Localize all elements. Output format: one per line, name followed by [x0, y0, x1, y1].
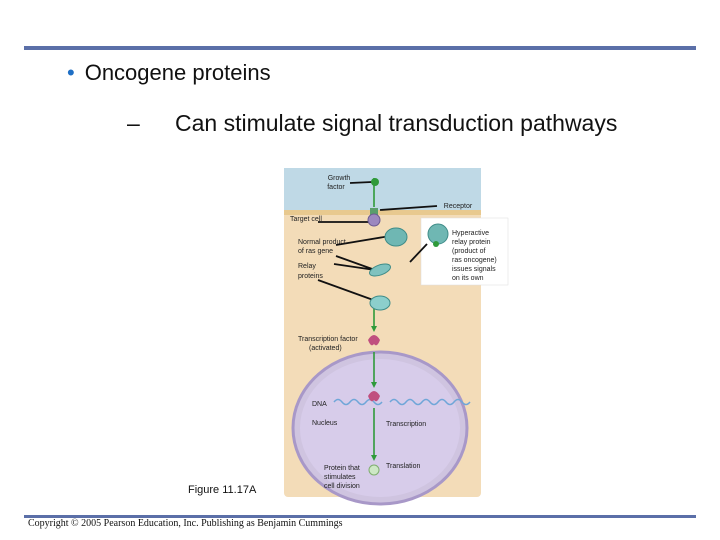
bullet-item: • Oncogene proteins	[67, 60, 271, 86]
hyperactive-relay-protein	[427, 223, 449, 245]
protein-product	[368, 464, 380, 476]
transcription-factor	[368, 335, 380, 346]
title-rule	[24, 46, 696, 50]
label-protein-3: cell division	[324, 483, 360, 490]
label-transcription-factor-1: Transcription factor	[298, 336, 358, 343]
subbullet-text: Can stimulate signal transduction pathwa…	[175, 110, 618, 136]
bullet-dot-icon: •	[67, 60, 75, 85]
receptor-protein	[370, 208, 378, 216]
figure-label: Figure 11.17A	[188, 484, 257, 496]
label-translation: Translation	[386, 463, 420, 470]
label-hyperactive-6: on its own	[452, 275, 484, 282]
bullet-text: Oncogene proteins	[84, 60, 271, 85]
label-target-cell: Target cell	[290, 216, 322, 223]
relay-protein-1	[369, 263, 391, 277]
relay-protein-2	[369, 295, 391, 311]
subbullet-marker: –	[127, 110, 140, 136]
label-protein-1: Protein that	[324, 465, 360, 472]
copyright-text: Copyright © 2005 Pearson Education, Inc.…	[28, 518, 343, 529]
hyperactive-gtp-dot	[433, 241, 439, 247]
footer-rule	[24, 515, 696, 518]
label-growth-factor-1: Growth	[328, 175, 351, 182]
label-transcription: Transcription	[386, 421, 426, 428]
label-receptor: Receptor	[444, 203, 473, 210]
label-hyperactive-5: issues signals	[452, 266, 496, 273]
ras-protein-normal	[384, 227, 408, 247]
label-relay-1: Relay	[298, 263, 316, 270]
label-hyperactive-4: ras oncogene)	[452, 257, 497, 264]
label-normal-product-2: of ras gene	[298, 248, 333, 255]
label-hyperactive-2: relay protein	[452, 239, 491, 246]
nucleus-inner	[300, 359, 460, 497]
receptor-body	[367, 213, 381, 227]
dna-strand	[333, 398, 471, 406]
label-nucleus: Nucleus	[312, 420, 338, 427]
label-normal-product-1: Normal product	[298, 239, 346, 246]
label-protein-2: stimulates	[324, 474, 356, 481]
growth-factor-molecule	[371, 178, 379, 186]
label-transcription-factor-2: (activated)	[309, 345, 342, 352]
label-dna: DNA	[312, 401, 327, 408]
subbullet-item: – Can stimulate signal transduction pathw…	[127, 110, 617, 137]
transcription-factor-bound	[368, 391, 380, 402]
label-growth-factor-2: factor	[327, 184, 345, 191]
label-hyperactive-3: (product of	[452, 248, 486, 255]
label-hyperactive-1: Hyperactive	[452, 230, 489, 237]
cell-membrane	[284, 210, 481, 215]
extracellular-region	[284, 168, 481, 212]
label-relay-2: proteins	[298, 273, 323, 280]
